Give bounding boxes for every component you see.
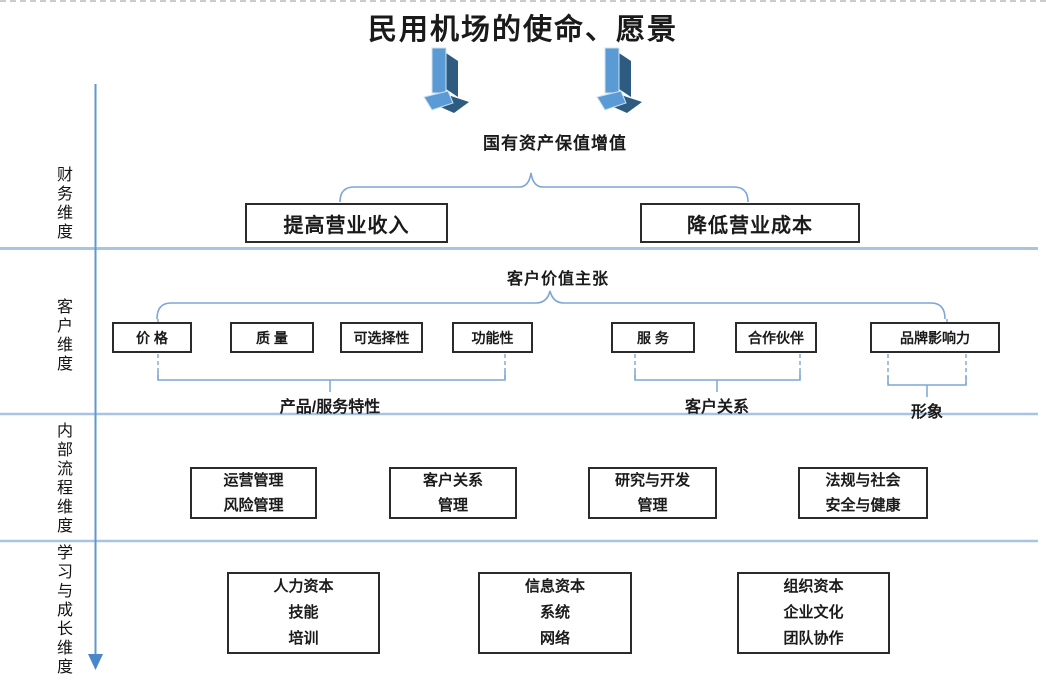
- box-regulation-safety: 法规与社会 安全与健康: [798, 467, 928, 519]
- box-increase-revenue: 提高营业收入: [245, 203, 448, 243]
- dimension-label-learning-growth: 学习与成长维度: [54, 544, 71, 677]
- box-customer-relation-mgmt: 客户关系 管理: [389, 467, 517, 519]
- group-label-product-service: 产品/服务特性: [279, 399, 381, 416]
- dimension-label-internal-process: 内部流程维度: [54, 422, 71, 536]
- brace-financial: [339, 172, 749, 203]
- group-label-image: 形象: [910, 404, 943, 421]
- page-title: 民用机场的使命、愿景: [367, 14, 678, 46]
- bracket-customer-relation: [634, 371, 801, 392]
- down-arrow-3d-icon: [423, 47, 469, 113]
- box-functionality: 功能性: [452, 322, 533, 353]
- bracket-image: [887, 376, 967, 397]
- box-rnd-mgmt: 研究与开发 管理: [588, 467, 717, 519]
- bracket-product-service: [157, 371, 506, 392]
- dimension-label-customer: 客户维度: [54, 298, 71, 374]
- slide-placeholder-border: [0, 0, 1046, 2]
- down-arrowhead-icon: [88, 654, 103, 670]
- box-organization-capital: 组织资本 企业文化 团队协作: [737, 572, 890, 654]
- box-human-capital: 人力资本 技能 培训: [227, 572, 380, 654]
- state-asset-goal-label: 国有资产保值增值: [483, 134, 627, 153]
- customer-value-proposition-label: 客户价值主张: [506, 271, 609, 288]
- box-reduce-cost: 降低营业成本: [640, 203, 860, 243]
- box-operations-risk-mgmt: 运营管理 风险管理: [190, 467, 317, 519]
- box-information-capital: 信息资本 系统 网络: [478, 572, 632, 654]
- box-brand-influence: 品牌影响力: [870, 322, 1000, 353]
- group-label-customer-relation: 客户关系: [684, 399, 749, 416]
- box-selectability: 可选择性: [340, 322, 423, 353]
- box-service: 服 务: [611, 322, 695, 353]
- box-partners: 合作伙伴: [735, 322, 817, 353]
- brace-customer: [156, 290, 946, 320]
- down-arrow-3d-icon: [596, 47, 642, 113]
- box-price: 价 格: [112, 322, 192, 353]
- box-quality: 质 量: [230, 322, 314, 353]
- dimension-label-financial: 财务维度: [54, 166, 71, 242]
